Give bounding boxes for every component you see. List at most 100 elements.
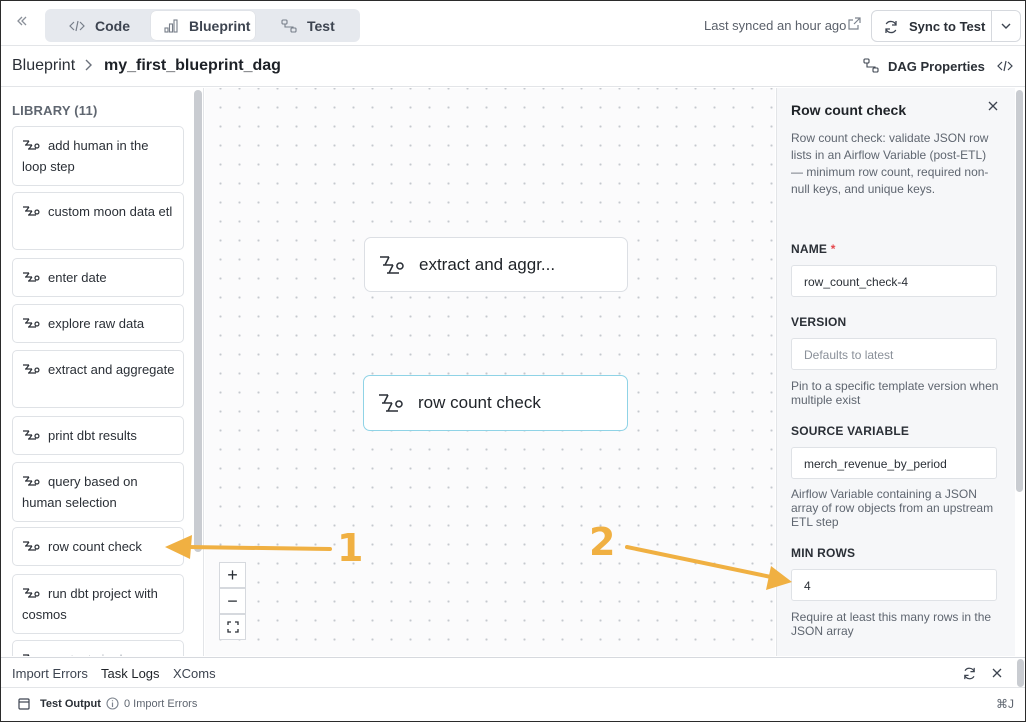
code-view-icon[interactable]	[997, 59, 1013, 75]
name-field-label: NAME *	[791, 242, 836, 256]
name-label-text: NAME	[791, 242, 828, 256]
bottom-scrollbar[interactable]	[1017, 659, 1024, 687]
test-output-button[interactable]: Test Output	[40, 698, 101, 710]
library-item[interactable]: enter date	[12, 258, 184, 297]
terminal-icon	[18, 698, 30, 710]
import-errors-status: 0 Import Errors	[124, 698, 198, 710]
collapse-sidebar-icon[interactable]	[11, 13, 33, 35]
source-variable-field[interactable]: merch_revenue_by_period	[791, 447, 997, 479]
node-label: extract and aggr...	[419, 254, 556, 274]
task-icon	[22, 584, 40, 598]
dag-properties-button[interactable]: DAG Properties	[863, 58, 985, 74]
dag-canvas[interactable]: extract and aggr... row count check + −	[205, 88, 775, 656]
tab-xcoms[interactable]: XComs	[173, 666, 216, 681]
sync-button-divider	[991, 11, 992, 41]
panel-scrollbar[interactable]	[1016, 90, 1023, 492]
zoom-out-button[interactable]: −	[219, 588, 246, 614]
close-icon[interactable]	[991, 667, 1004, 680]
task-icon	[22, 360, 40, 374]
panel-description: Row count check: validate JSON row lists…	[791, 131, 989, 196]
code-icon	[69, 18, 85, 34]
source-variable-label: SOURCE VARIABLE	[791, 424, 910, 438]
fit-view-button[interactable]	[219, 614, 246, 640]
library-item[interactable]: add human in the loop step	[12, 126, 184, 186]
task-icon	[22, 537, 40, 551]
library-item-label: explore raw data	[48, 316, 145, 331]
library-item-label: extract and aggregate	[48, 362, 175, 377]
task-icon	[379, 254, 405, 276]
chevron-down-icon[interactable]	[999, 19, 1013, 33]
node-label: row count check	[418, 393, 541, 412]
library-item[interactable]: row count check	[12, 527, 184, 566]
external-link-icon[interactable]	[848, 17, 862, 31]
dag-node-row-count-check[interactable]: row count check	[363, 375, 628, 431]
task-icon	[378, 392, 404, 414]
library-scrollbar[interactable]	[194, 90, 202, 552]
library-item-label: run dbt project with cosmos	[22, 586, 158, 622]
tab-code-label: Code	[95, 17, 130, 34]
task-properties-panel: Row count check Row count check: validat…	[776, 88, 1015, 656]
keyboard-shortcut: ⌘J	[996, 697, 1014, 711]
task-icon	[22, 314, 40, 328]
library-item-label: query based on human selection	[22, 474, 138, 510]
library-title: LIBRARY (11)	[12, 103, 98, 118]
library-item[interactable]: query based on human selection	[12, 462, 184, 522]
library-item-label: row count check	[48, 539, 142, 554]
breadcrumb-current: my_first_blueprint_dag	[104, 57, 281, 74]
view-tab-group: Code Blueprint Test	[45, 9, 360, 42]
test-icon	[281, 18, 297, 34]
tab-code[interactable]: Code	[53, 11, 145, 40]
fit-view-icon	[226, 621, 239, 633]
annotation-marker-1: 1	[337, 526, 364, 570]
task-icon	[22, 426, 40, 440]
annotation-marker-2: 2	[589, 520, 616, 564]
sync-to-test-button[interactable]: Sync to Test	[871, 10, 1021, 42]
library-item[interactable]: custom moon data etl	[12, 192, 184, 250]
close-icon[interactable]	[987, 100, 1001, 114]
library-panel: LIBRARY (11) add human in the loop step c…	[1, 88, 204, 656]
library-item-label: add human in the loop step	[22, 138, 149, 174]
breadcrumb: Blueprint my_first_blueprint_dag DAG Pro…	[1, 47, 1025, 87]
panel-title: Row count check	[791, 102, 907, 118]
top-bar: Code Blueprint Test Last synced an hour …	[1, 1, 1025, 46]
library-item[interactable]: run tests in dag	[12, 640, 184, 656]
library-item-label: print dbt results	[48, 428, 137, 443]
min-rows-label: MIN ROWS	[791, 546, 856, 560]
task-icon	[22, 268, 40, 282]
min-rows-help-text: Require at least this many rows in the J…	[791, 610, 992, 638]
name-field[interactable]: row_count_check-4	[791, 265, 997, 297]
info-icon	[106, 697, 119, 710]
library-item[interactable]: extract and aggregate	[12, 350, 184, 408]
refresh-icon[interactable]	[962, 666, 977, 681]
source-variable-help-text: Airflow Variable containing a JSON array…	[791, 487, 994, 529]
library-item-label: run tests in dag	[48, 652, 137, 656]
task-icon	[22, 650, 40, 656]
tab-import-errors[interactable]: Import Errors	[12, 666, 88, 681]
sync-to-test-label: Sync to Test	[909, 19, 986, 34]
breadcrumb-root[interactable]: Blueprint	[12, 57, 76, 74]
library-item-label: enter date	[48, 270, 107, 285]
tab-blueprint-label: Blueprint	[189, 17, 251, 34]
dag-node-extract-and-aggregate[interactable]: extract and aggr...	[364, 237, 628, 292]
task-icon	[22, 472, 40, 486]
tab-blueprint[interactable]: Blueprint	[151, 11, 255, 40]
sync-icon	[883, 19, 899, 35]
chevron-right-icon	[83, 58, 95, 72]
tab-task-logs[interactable]: Task Logs	[101, 666, 160, 681]
task-icon	[22, 136, 40, 150]
dag-properties-label: DAG Properties	[888, 58, 985, 74]
min-rows-field[interactable]: 4	[791, 569, 997, 601]
library-item[interactable]: run dbt project with cosmos	[12, 574, 184, 634]
version-field[interactable]: Defaults to latest	[791, 338, 997, 370]
library-item[interactable]: print dbt results	[12, 416, 184, 455]
bottom-panel-tabs: Import Errors Task Logs XComs	[1, 657, 1025, 688]
tab-test-label: Test	[307, 17, 335, 34]
tab-test[interactable]: Test	[261, 11, 353, 40]
zoom-in-button[interactable]: +	[219, 562, 246, 588]
blueprint-icon	[163, 18, 179, 34]
library-item[interactable]: explore raw data	[12, 304, 184, 343]
status-bar: Test Output 0 Import Errors ⌘J	[1, 689, 1025, 721]
version-help-text: Pin to a specific template version when …	[791, 379, 999, 407]
version-field-label: VERSION	[791, 315, 847, 329]
task-icon	[22, 202, 40, 216]
